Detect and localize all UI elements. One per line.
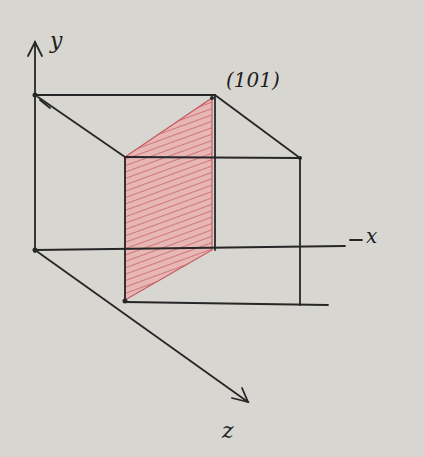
cube-edge — [299, 158, 301, 305]
plane-fill — [125, 98, 212, 300]
cube-edge — [214, 95, 216, 250]
plane-hatch — [125, 98, 212, 300]
cube-edge — [125, 302, 328, 305]
cube-edge — [125, 157, 300, 158]
y-axis — [34, 42, 36, 252]
cube-edge — [40, 100, 50, 108]
x-dash — [350, 239, 362, 241]
y-arrowhead — [28, 42, 42, 56]
cube-edge — [215, 95, 300, 158]
cube-edge — [38, 97, 125, 157]
axis-label: y — [50, 28, 62, 53]
axis-label: z — [222, 418, 234, 443]
z-axis — [35, 250, 248, 402]
x-axis — [35, 246, 345, 250]
z-arrowhead — [232, 388, 248, 402]
axis-label: x — [366, 224, 377, 248]
cube-edge — [124, 157, 126, 302]
cube-edge — [35, 94, 215, 96]
plane-label: (101) — [226, 68, 280, 92]
